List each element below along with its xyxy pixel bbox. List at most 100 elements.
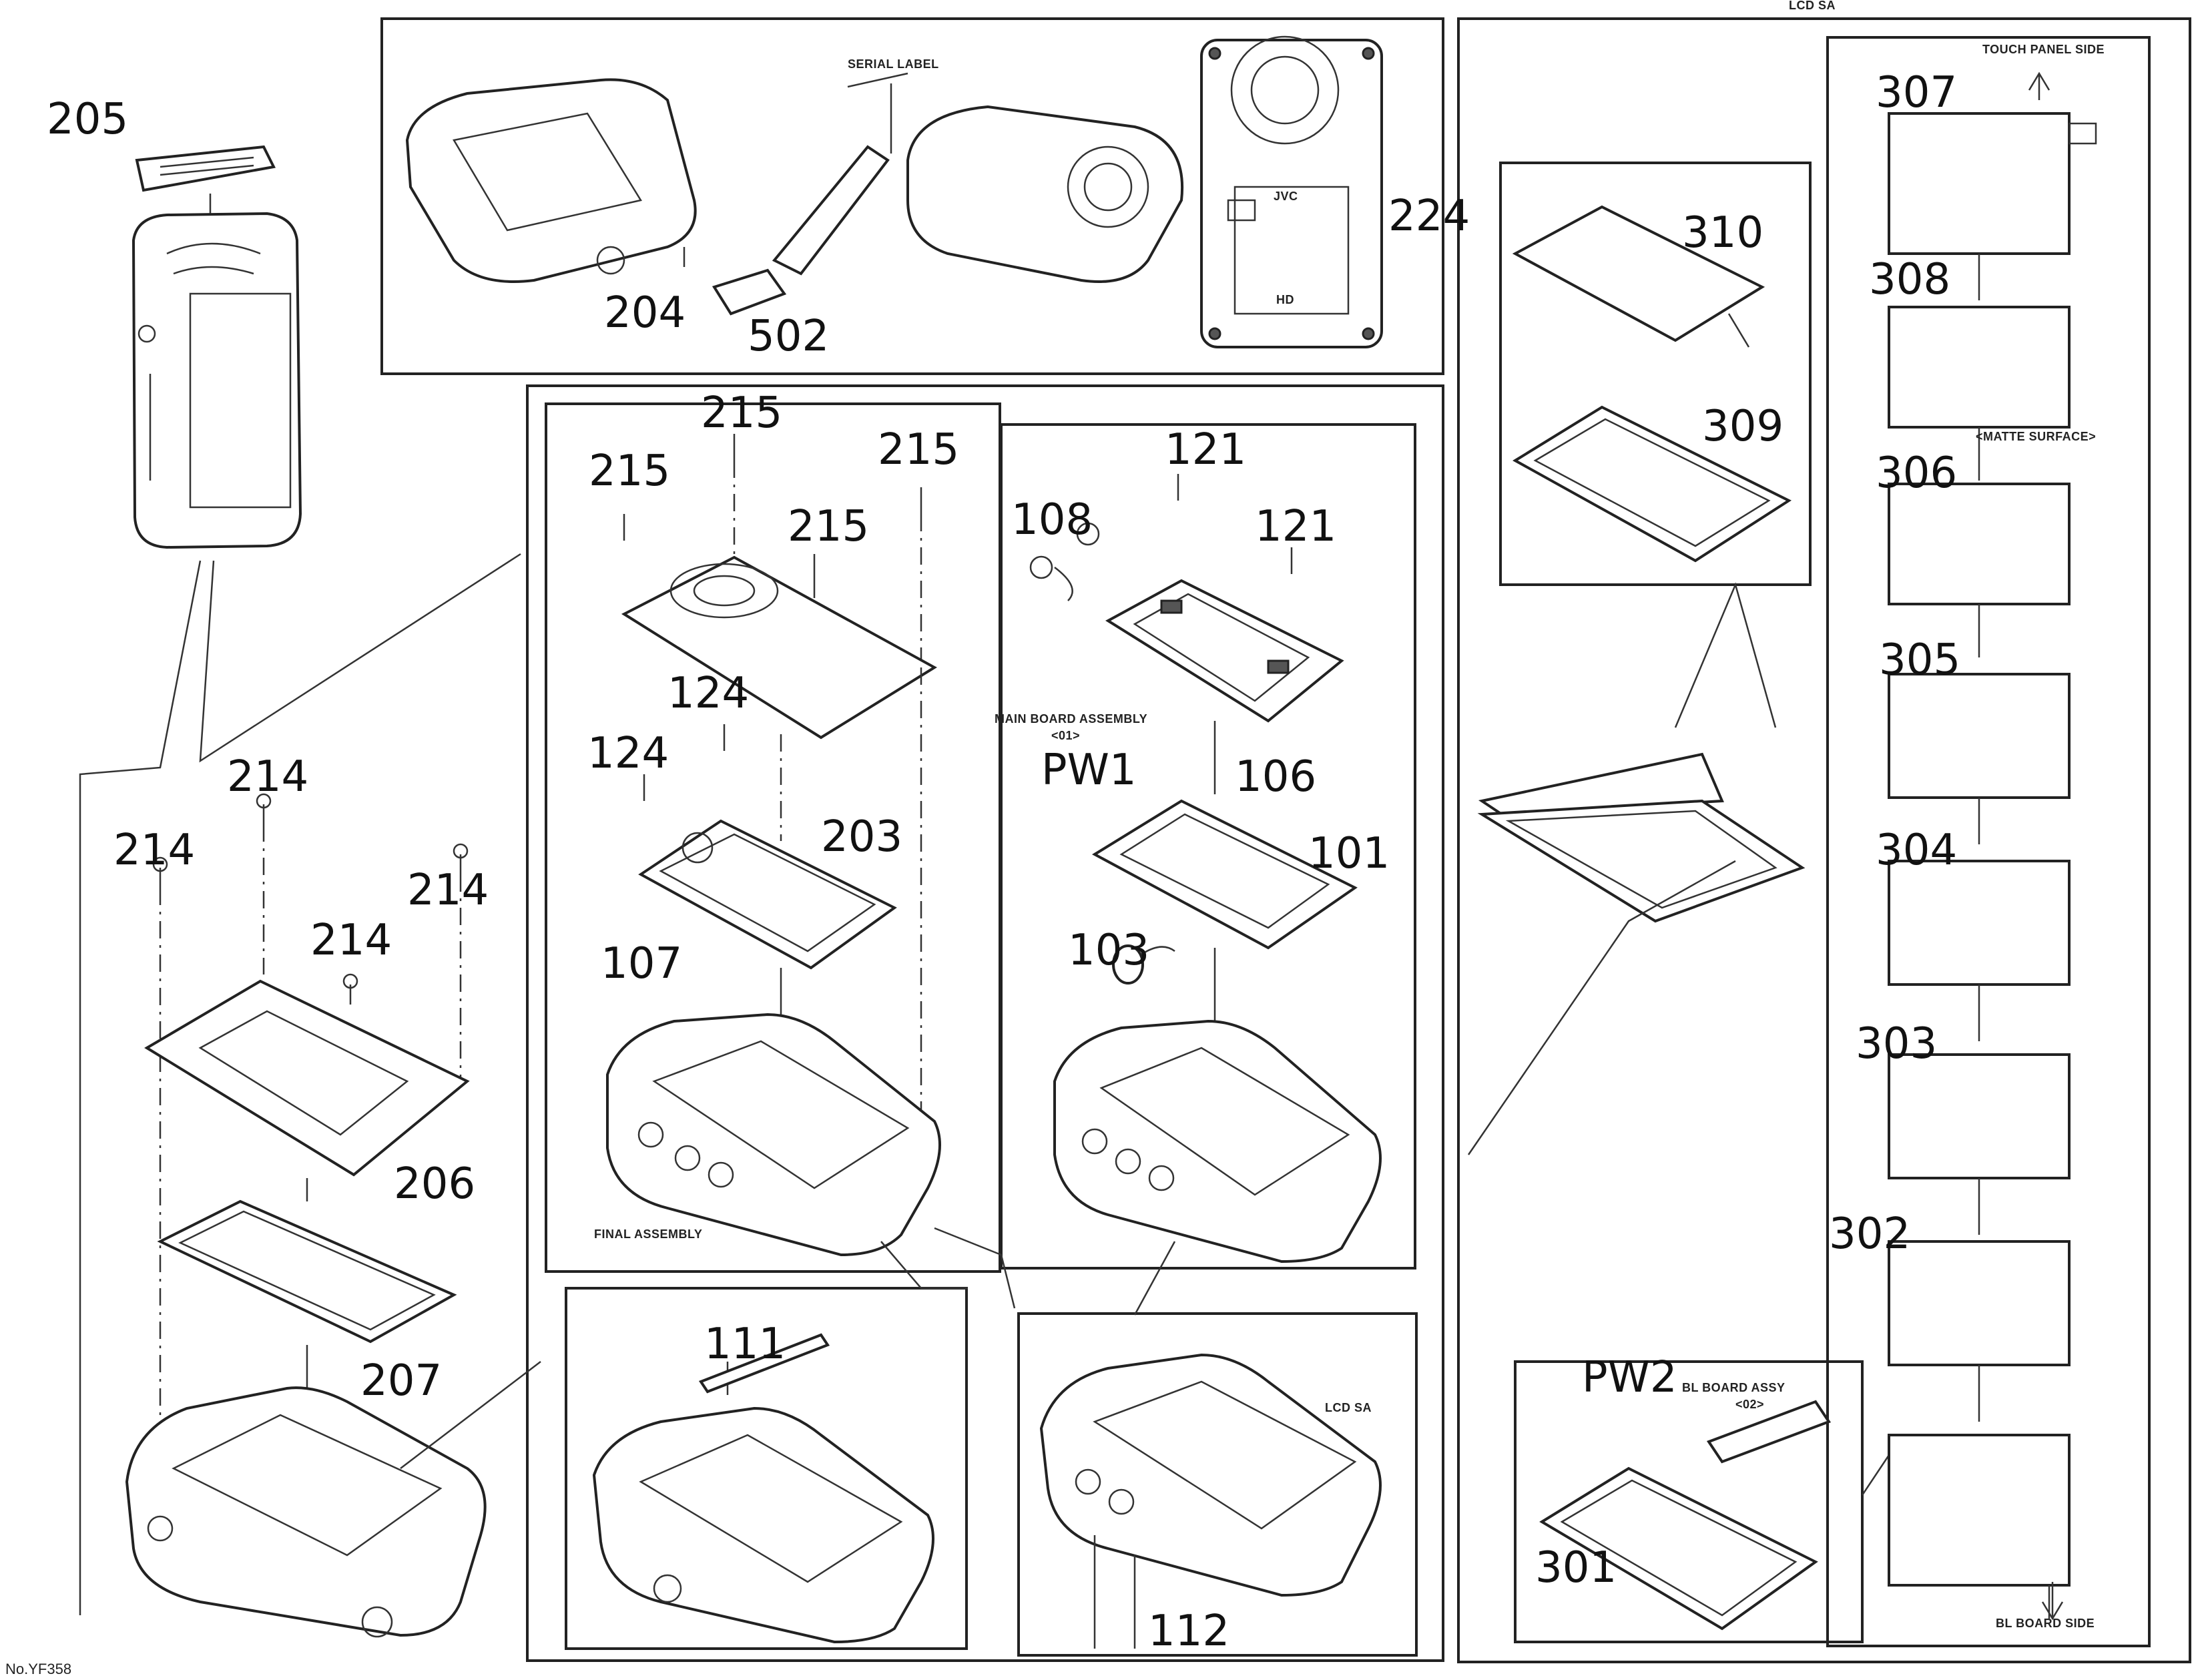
part-front-cover: [621, 555, 937, 740]
callout-304: 304: [1876, 826, 1957, 875]
bl-board-side-label: BL BOARD SIDE: [1996, 1617, 2095, 1630]
callout-214d: 214: [407, 866, 489, 915]
part-215-screws: [623, 434, 922, 581]
callout-215d: 215: [788, 502, 869, 551]
callout-103: 103: [1068, 926, 1149, 975]
callout-124a: 124: [587, 729, 669, 778]
callout-124b: 124: [667, 669, 749, 718]
final-assembly-label: FINAL ASSEMBLY: [594, 1227, 702, 1241]
part-309-frame: [1512, 405, 1792, 563]
callout-310: 310: [1682, 208, 1763, 258]
part-203-lcd-holder: [638, 819, 897, 970]
lcd-sa-inner-label: LCD SA: [1325, 1401, 1372, 1414]
callout-pw2: PW2: [1582, 1353, 1677, 1402]
callout-215c: 215: [878, 425, 959, 475]
callout-301: 301: [1535, 1543, 1617, 1593]
backlight-unit: [1888, 1434, 2071, 1587]
main-board-subpanel: [1000, 423, 1416, 1270]
callout-107: 107: [601, 939, 682, 989]
part-304-sheet: [1888, 860, 2071, 986]
serial-label-strip: [847, 72, 908, 88]
rear-case-body: [1053, 1019, 1382, 1264]
callout-214a: 214: [113, 826, 195, 875]
callout-206: 206: [394, 1159, 475, 1209]
callout-305: 305: [1879, 635, 1960, 685]
callout-215a: 215: [589, 447, 670, 496]
part-305-sheet: [1888, 673, 2071, 799]
camera-rear-view: [405, 78, 697, 283]
callout-502: 502: [748, 312, 829, 361]
chassis-subpanel: [565, 1287, 968, 1650]
callout-204: 204: [604, 288, 685, 338]
part-108-connector: [1029, 522, 1100, 601]
chassis-body: [592, 1406, 934, 1644]
lcd-sa-hinged-assembly: [1477, 752, 1806, 923]
bl-board-subpanel: [1514, 1360, 1864, 1643]
part-502-label: [712, 268, 787, 316]
callout-108: 108: [1011, 495, 1093, 545]
lcd-sa-subpanel: [1017, 1312, 1418, 1657]
part-111-strip: [698, 1333, 830, 1394]
lcd-top-label: LCD SA: [1789, 0, 1836, 12]
document-number: No.YF358: [5, 1661, 71, 1677]
camera-body-assembled: [125, 1386, 487, 1638]
top-camera-panel: [380, 17, 1444, 375]
callout-214c: 214: [310, 916, 392, 965]
up-arrow-icon: [2028, 71, 2050, 100]
callout-306: 306: [1876, 449, 1957, 498]
hd-logo: HD: [1276, 293, 1294, 306]
callout-308: 308: [1869, 255, 1950, 304]
down-arrow-icon: [2041, 1582, 2064, 1621]
part-308-sheet: [1888, 306, 2071, 429]
part-205-cap: [135, 145, 276, 192]
lcd-sa-body: [1039, 1353, 1382, 1597]
callout-203: 203: [821, 812, 902, 862]
callout-111: 111: [704, 1320, 786, 1369]
main-board-sub-label: <01>: [1051, 729, 1080, 742]
part-206-front-frame: [144, 979, 470, 1177]
final-assembly-panel: [526, 384, 1444, 1662]
serial-label-text: SERIAL LABEL: [848, 57, 939, 71]
part-103-battery: [1112, 944, 1175, 985]
callout-101: 101: [1308, 829, 1390, 878]
part-303-sheet: [1888, 1053, 2071, 1179]
callout-309: 309: [1702, 402, 1783, 451]
part-pw2-bl-board: [1706, 1400, 1832, 1464]
callout-307: 307: [1876, 68, 1957, 117]
callout-214b: 214: [227, 752, 308, 802]
callout-106: 106: [1235, 752, 1316, 802]
callout-224: 224: [1388, 192, 1470, 241]
lcd-frame-subpanel: [1499, 162, 1812, 586]
camera-side-view: [131, 212, 302, 549]
callout-112: 112: [1148, 1607, 1229, 1656]
bl-board-sub-label: <02>: [1735, 1398, 1764, 1411]
part-101-shield: [1091, 799, 1358, 950]
matte-surface-label: <MATTE SURFACE>: [1976, 430, 2096, 443]
lcd-sa-panel: [1457, 17, 2191, 1663]
callout-121a: 121: [1165, 425, 1246, 475]
part-307-touch-panel: [1888, 112, 2097, 255]
callout-121b: 121: [1255, 502, 1336, 551]
part-301-backlight: [1539, 1466, 1818, 1631]
touch-panel-side-label: TOUCH PANEL SIDE: [1982, 43, 2105, 56]
callout-207: 207: [360, 1356, 442, 1406]
part-214-screws: [152, 793, 469, 1005]
jvc-logo: JVC: [1274, 190, 1298, 203]
callout-303: 303: [1856, 1019, 1937, 1069]
part-121-screws: [1177, 474, 1293, 574]
bl-board-assy-label: BL BOARD ASSY: [1682, 1381, 1785, 1394]
callout-302: 302: [1829, 1209, 1910, 1259]
lcd-layers-subpanel: [1826, 36, 2151, 1647]
camera-front-view: JVC HD: [1200, 35, 1383, 348]
part-124-screws: [643, 724, 726, 801]
final-assembly-body: [606, 1013, 941, 1257]
main-board-assembly: [1105, 579, 1344, 723]
callout-215b: 215: [701, 388, 782, 438]
callout-205: 205: [47, 95, 128, 144]
part-310-sheet: [1512, 205, 1765, 348]
main-board-label: MAIN BOARD ASSEMBLY: [995, 712, 1147, 726]
camera-open-view: [772, 105, 1184, 283]
part-207-glass: [157, 1199, 457, 1344]
callout-pw1: PW1: [1041, 746, 1137, 795]
